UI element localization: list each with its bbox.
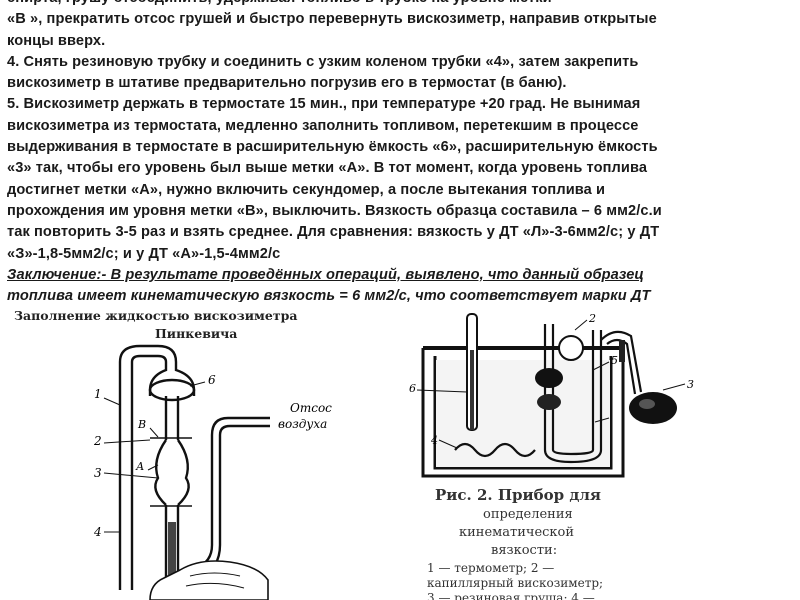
label-1: 1 (94, 387, 102, 401)
text-line: 4. Снять резиновую трубку и соединить с … (7, 53, 639, 70)
text-line: «3» так, чтобы его уровень был выше метк… (7, 160, 648, 177)
label-2: 2 (93, 434, 102, 448)
instruction-text: спирта, грушу отсоединить, удерживая топ… (7, 0, 793, 307)
caption-line: вязкости: (491, 543, 557, 558)
conclusion-tail: топлива имеет кинематическую вязкость = … (7, 288, 651, 305)
text-line: прохождения им уровня метки «В», выключи… (7, 202, 662, 219)
caption-line: определения (483, 507, 573, 522)
figure-title: Заполнение жидкостью вискозиметра (14, 308, 297, 323)
conclusion-heading: Заключение:- В результате проведённых оп… (7, 266, 644, 283)
label-4: 4 (93, 525, 102, 539)
text-line: 5. Вискозиметр держать в термостате 15 м… (7, 96, 641, 113)
figure-area (0, 302, 800, 600)
text-line: «З»-1,8-5мм2/с; и у ДТ «А»-1,5-4мм2/с (7, 245, 281, 262)
label-4: 4 (430, 434, 438, 447)
label-6: 6 (409, 382, 416, 395)
label-B: В (137, 418, 146, 431)
label-5: 5 (611, 354, 618, 367)
text-line: «В », прекратить отсос грушей и быстро п… (7, 11, 657, 28)
text-line: вискозиметра из термостата, медленно зап… (7, 117, 639, 134)
text-line: так повторить 3-5 раз и взять среднее. Д… (7, 224, 660, 241)
viscosity-apparatus-figure: 2 3 5 4 6 Рис. 2. Прибор для определения… (409, 312, 694, 600)
text-line: концы вверх. (7, 32, 106, 49)
caption-line: Рис. 2. Прибор для (435, 486, 601, 504)
label-3: 3 (687, 378, 694, 391)
label-6: 6 (208, 373, 216, 387)
viscometer-filling-figure: Заполнение жидкостью вискозиметра Пинкев… (14, 308, 332, 600)
figure-subtitle: Пинкевича (155, 326, 237, 341)
label-3: 3 (94, 466, 102, 480)
label-2: 2 (588, 312, 596, 325)
text-line: достигнет метки «А», нужно включить секу… (7, 181, 606, 198)
suction-label: Отсос (290, 401, 332, 415)
text-line: выдерживания в термостате в расширительн… (7, 139, 658, 156)
text-line: спирта, грушу отсоединить, удерживая топ… (7, 0, 793, 9)
caption-line: капиллярный вискозиметр; (427, 576, 603, 590)
text-line: вискозиметр в штативе предварительно пог… (7, 75, 567, 92)
caption-line: 1 — термометр; 2 — (427, 561, 554, 575)
caption-line: кинематической (459, 525, 574, 540)
suction-label: воздуха (278, 417, 327, 431)
label-A: А (135, 460, 144, 473)
caption-line: 3 — резиновая груша; 4 — (427, 591, 595, 600)
